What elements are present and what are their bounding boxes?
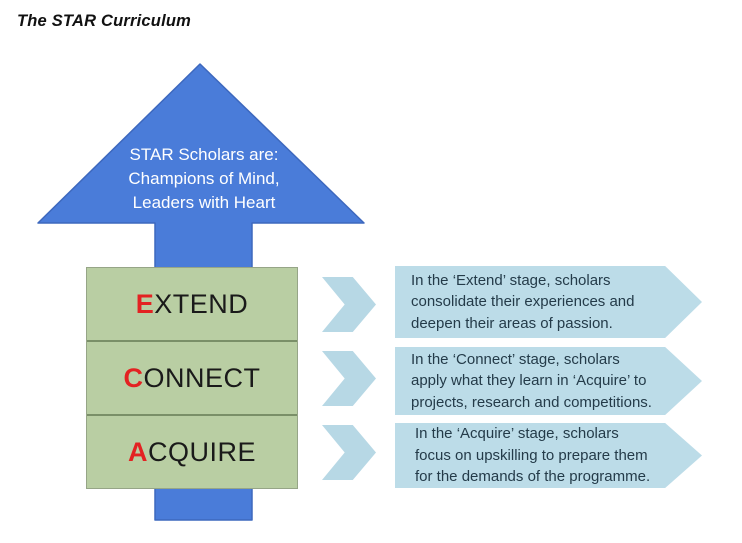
stage-acquire-initial: A xyxy=(127,436,148,467)
acquire-desc-line-3: for the demands of the programme. xyxy=(415,468,651,486)
page-title: The STAR Curriculum xyxy=(17,12,192,30)
extend-desc-line-2: consolidate their experiences and xyxy=(411,293,635,311)
stage-extend-label: XTEND xyxy=(154,288,249,319)
stage-extend-initial: E xyxy=(135,288,155,319)
extend-desc-line-1: In the ‘Extend’ stage, scholars xyxy=(411,271,611,289)
acquire-desc-line-2: focus on upskilling to prepare them xyxy=(415,446,648,464)
extend-desc-line-3: deepen their areas of passion. xyxy=(411,314,613,332)
connect-desc-line-2: apply what they learn in ‘Acquire’ to xyxy=(411,372,647,390)
acquire-desc-line-1: In the ‘Acquire’ stage, scholars xyxy=(415,425,619,443)
description-box-acquire: In the ‘Acquire’ stage, scholars focus o… xyxy=(395,423,702,488)
connect-desc-line-1: In the ‘Connect’ stage, scholars xyxy=(411,350,620,368)
connect-desc-line-3: projects, research and competitions. xyxy=(411,393,652,411)
arrow-caption-line-1: STAR Scholars are: xyxy=(129,145,279,164)
stage-connect-label: ONNECT xyxy=(143,362,261,393)
description-box-connect: In the ‘Connect’ stage, scholars apply w… xyxy=(395,347,702,415)
description-box-extend: In the ‘Extend’ stage, scholars consolid… xyxy=(395,266,702,338)
stage-connect-initial: C xyxy=(123,362,144,393)
arrow-caption: STAR Scholars are: Champions of Mind, Le… xyxy=(102,143,306,215)
stage-acquire-label: CQUIRE xyxy=(147,436,256,467)
arrow-caption-line-2: Champions of Mind, xyxy=(128,169,280,188)
arrow-caption-line-3: Leaders with Heart xyxy=(132,193,276,212)
